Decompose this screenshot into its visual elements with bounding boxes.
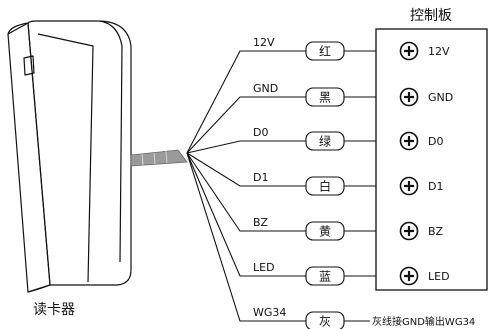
reader-front-chevron [37, 33, 94, 283]
terminal-label: BZ [428, 225, 444, 238]
wire-d0: D0 绿 D0 [186, 126, 443, 154]
wire-color-label: 灰 [319, 315, 331, 329]
wire-line [186, 50, 306, 154]
wire-signal-label: D1 [253, 171, 268, 184]
wire-led: LED 蓝 LED [186, 152, 450, 286]
wire-line [186, 140, 306, 154]
wire-bz: BZ 黄 BZ [186, 152, 444, 241]
terminal-gnd: GND [399, 87, 453, 107]
wire-color-label: 黄 [319, 225, 331, 239]
reader-top-edge [7, 22, 29, 35]
wire-signal-label: LED [253, 261, 275, 274]
wire-signal-label: 12V [253, 36, 275, 49]
wire-gnd: GND 黑 GND [186, 82, 453, 154]
wire-note: 灰线接GND输出WG34 [372, 315, 475, 328]
terminal-cross-mark [404, 136, 414, 146]
terminal-led: LED [399, 266, 450, 286]
wire-wg34: WG34 灰 灰线接GND输出WG34 [186, 152, 475, 329]
terminal-cross-mark [404, 271, 414, 281]
terminal-label: GND [428, 91, 453, 104]
terminal-label: D1 [428, 180, 443, 193]
wire-line [186, 152, 306, 187]
wire-color-label: 白 [319, 179, 331, 194]
reader-front-face [27, 20, 132, 286]
terminal-label: D0 [428, 135, 443, 148]
reader-bottom-edge [27, 284, 51, 293]
reader-label: 读卡器 [33, 301, 75, 318]
wire-d1: D1 白 D1 [186, 152, 443, 196]
wire-color-label: 绿 [319, 134, 331, 149]
terminal-12v: 12V [399, 41, 450, 61]
wire-signal-label: D0 [253, 126, 268, 139]
terminal-label: LED [428, 270, 450, 283]
wire-signal-label: WG34 [253, 306, 286, 319]
terminal-cross-mark [404, 46, 414, 56]
wire-line [186, 96, 306, 154]
terminal-d1: D1 [399, 176, 443, 196]
wire-color-label: 黑 [319, 91, 331, 105]
controller-title: 控制板 [410, 8, 452, 24]
wire-line [186, 152, 306, 232]
terminal-cross-mark [404, 181, 414, 191]
terminal-cross-mark [404, 226, 414, 236]
terminal-cross-mark [404, 92, 414, 102]
controller-board [375, 28, 488, 291]
terminal-bz: BZ [399, 221, 444, 241]
reader-indicator-slot [23, 55, 35, 76]
wire-color-label: 蓝 [319, 270, 331, 284]
terminal-d0: D0 [399, 131, 443, 151]
cable-stripes [141, 150, 168, 166]
wire-line [186, 152, 306, 277]
cable-bundle [130, 149, 188, 167]
wire-color-label: 红 [319, 44, 331, 59]
reader-side-face [7, 22, 51, 293]
wire-line [186, 152, 306, 322]
card-reader [7, 20, 132, 293]
wire-12v: 12V 红 12V [186, 36, 450, 154]
terminal-label: 12V [428, 45, 450, 58]
reader-inner-curve [99, 20, 123, 263]
wire-signal-label: GND [253, 82, 278, 95]
wire-signal-label: BZ [253, 216, 269, 229]
